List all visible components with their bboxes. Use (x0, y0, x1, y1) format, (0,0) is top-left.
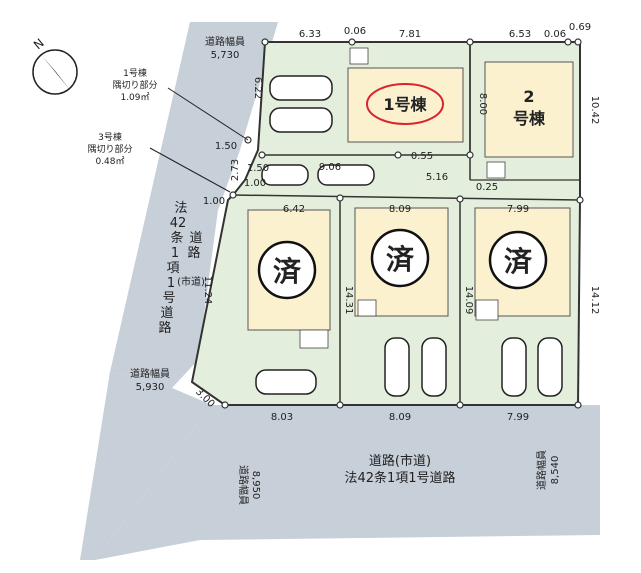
svg-text:0.25: 0.25 (476, 182, 498, 193)
car-icon (261, 164, 309, 186)
svg-text:5.16: 5.16 (426, 172, 448, 183)
svg-text:10.42: 10.42 (589, 96, 600, 125)
svg-text:項: 項 (166, 261, 179, 276)
svg-text:(市道): (市道) (177, 275, 205, 288)
dimension-labels: 6.33 0.06 7.81 6.53 0.06 0.69 6.22 8.00 … (193, 22, 600, 423)
svg-text:0.55: 0.55 (411, 151, 433, 162)
svg-text:14.31: 14.31 (343, 286, 354, 315)
left-road-strip (110, 22, 278, 388)
svg-text:9.06: 9.06 (319, 162, 341, 173)
lot2-label: 号棟 (513, 109, 546, 128)
svg-text:1: 1 (167, 276, 175, 291)
svg-text:道: 道 (160, 306, 173, 321)
entrance-steps (299, 47, 506, 349)
left-road-lower (80, 372, 212, 560)
left-road-name: 法 42 条 1 項 1 号 道 路 道 路 (市道) (158, 201, 205, 336)
svg-text:6.53: 6.53 (509, 29, 531, 40)
car-icon (501, 337, 527, 397)
svg-text:42: 42 (170, 216, 187, 231)
svg-text:路: 路 (187, 245, 200, 261)
lot2-label-num: 2 (523, 87, 534, 106)
svg-text:8.03: 8.03 (271, 412, 293, 423)
svg-text:11.24: 11.24 (202, 276, 213, 305)
svg-text:2.73: 2.73 (230, 159, 241, 181)
svg-text:1.00: 1.00 (203, 196, 225, 207)
svg-text:6.33: 6.33 (299, 29, 321, 40)
svg-text:8.09: 8.09 (389, 204, 411, 215)
svg-text:0.69: 0.69 (569, 22, 591, 33)
svg-text:号: 号 (162, 291, 175, 306)
lot5-sold-text: 済 (504, 245, 533, 278)
svg-text:1.00: 1.00 (244, 178, 266, 189)
lot3-corner-note-2: 隅切り部分 (87, 143, 132, 155)
car-icon (537, 337, 563, 397)
lot3-sold-stamp (257, 240, 317, 300)
lot3-corner-leader (149, 147, 231, 193)
lot2-building (484, 61, 574, 158)
left-bottom-width-label: 道路幅員 (130, 367, 170, 380)
svg-text:7.99: 7.99 (507, 204, 529, 215)
lot1-label: 1号棟 (383, 95, 427, 114)
svg-text:条: 条 (170, 230, 183, 246)
svg-text:0.06: 0.06 (344, 26, 366, 37)
svg-text:路: 路 (158, 320, 171, 336)
bottom-left-width-value: 8,950 (250, 471, 261, 500)
svg-text:法: 法 (174, 201, 187, 216)
svg-text:8.09: 8.09 (389, 412, 411, 423)
svg-text:道: 道 (189, 231, 202, 246)
lot-boundary-mid (232, 194, 581, 201)
svg-text:14.12: 14.12 (589, 286, 600, 315)
svg-text:7.81: 7.81 (399, 29, 421, 40)
svg-text:8.00: 8.00 (477, 93, 488, 115)
lot3-corner-note-1: 3号棟 (98, 131, 122, 143)
car-icon (421, 337, 447, 397)
lot1-corner-leader (167, 87, 249, 141)
left-road-width-value: 5,730 (211, 50, 240, 61)
north-label: N (31, 36, 47, 52)
svg-text:6.42: 6.42 (283, 204, 305, 215)
svg-text:14.09: 14.09 (463, 286, 474, 315)
lot1-corner-note-2: 隅切り部分 (112, 79, 157, 91)
svg-text:6.22: 6.22 (252, 77, 263, 99)
car-icon (317, 164, 375, 186)
bottom-right-width-value: 8,540 (550, 456, 561, 485)
bottom-road (95, 405, 600, 560)
lot4-sold-text: 済 (386, 243, 415, 276)
car-icon (269, 75, 333, 101)
lot1-corner-note-1: 1号棟 (123, 67, 147, 79)
car-icon (255, 369, 317, 395)
bottom-right-width-label: 道路幅員 (535, 450, 548, 490)
north-compass (32, 49, 78, 95)
bottom-road-name-2: 法42条1項1号道路 (344, 470, 455, 486)
svg-text:7.99: 7.99 (507, 412, 529, 423)
lot3-corner-note-3: 0.48㎡ (95, 156, 124, 167)
lot4-sold-stamp (370, 228, 430, 288)
svg-text:1.50: 1.50 (215, 141, 237, 152)
bottom-left-width-label: 道路幅員 (237, 465, 250, 505)
lot5-sold-stamp (488, 230, 548, 290)
parking-cars (255, 75, 563, 397)
svg-text:1.50: 1.50 (247, 163, 269, 174)
left-road-width-label: 道路幅員 (205, 35, 245, 48)
car-icon (269, 107, 333, 133)
svg-text:1: 1 (171, 246, 179, 261)
left-bottom-width-value: 5,930 (136, 382, 165, 393)
car-icon (384, 337, 410, 397)
svg-text:0.06: 0.06 (544, 29, 566, 40)
lot1-label-oval (366, 83, 444, 125)
bottom-road-name-1: 道路(市道) (369, 453, 431, 469)
lot3-sold-text: 済 (273, 255, 302, 288)
lot1-corner-note-3: 1.09㎡ (120, 92, 149, 103)
